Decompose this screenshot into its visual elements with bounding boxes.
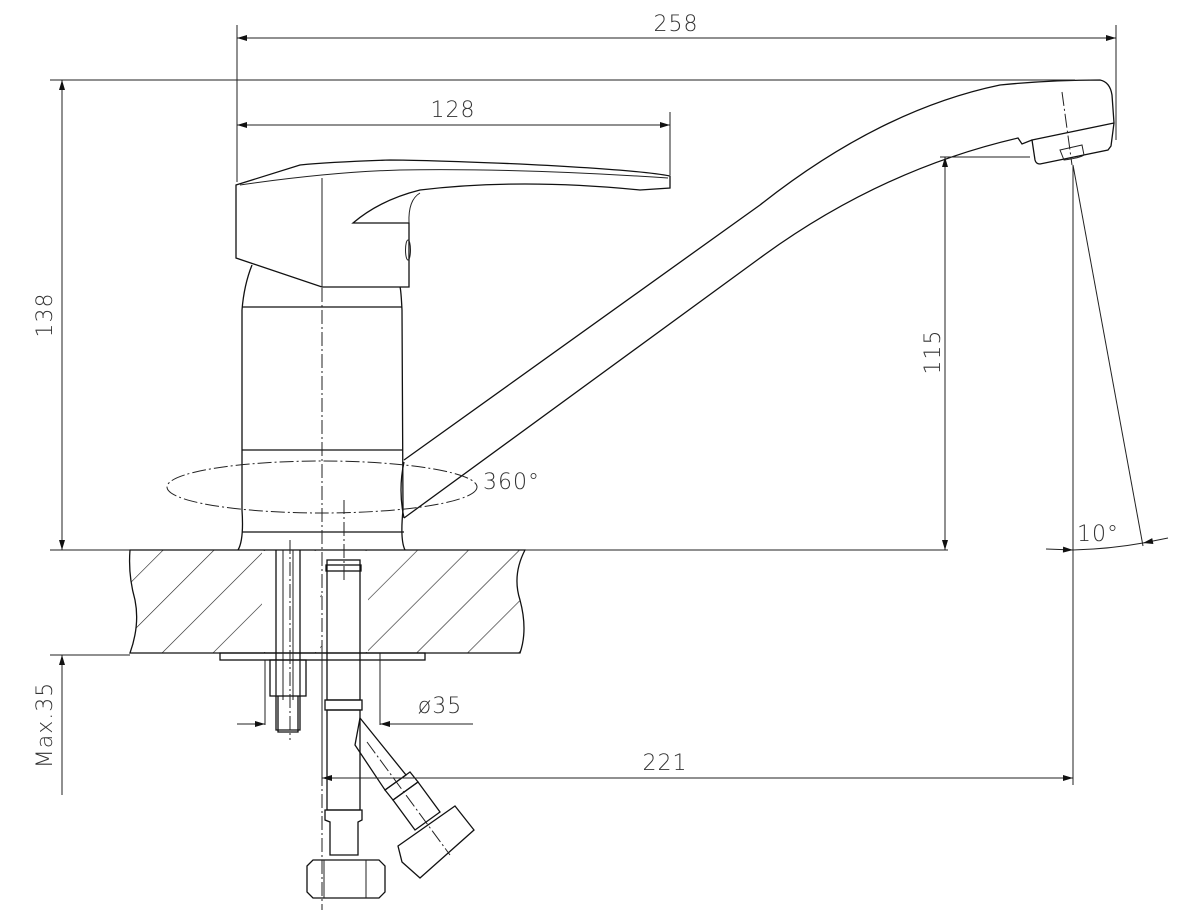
overall-length-label: 258 (654, 12, 699, 37)
max-thickness-label: Max.35 (33, 682, 58, 768)
dimension-spout-reach: 221 (321, 165, 1074, 785)
overall-height-label: 138 (33, 293, 58, 338)
lever-handle (235, 159, 671, 288)
spout (403, 79, 1115, 519)
spout-angle-label: 10° (1077, 522, 1119, 547)
dimension-overall-height: 138 (33, 79, 1075, 551)
dimension-hole-diameter: ø35 (237, 653, 473, 727)
dimension-spout-height: 115 (921, 156, 1030, 550)
dimension-handle-length: 128 (237, 98, 671, 175)
dimension-overall-length: 258 (236, 12, 1117, 182)
dimension-spout-angle: 10° (1045, 164, 1169, 553)
dimension-max-thickness: Max.35 (33, 654, 130, 795)
handle-length-label: 128 (431, 98, 476, 123)
hole-diameter-label: ø35 (418, 694, 462, 719)
rotation-label: 360° (483, 470, 540, 495)
spout-reach-label: 221 (643, 751, 688, 776)
flexible-hoses (306, 559, 475, 899)
center-lines (166, 178, 478, 910)
mounting-stud (269, 540, 307, 740)
spout-height-label: 115 (921, 330, 946, 375)
